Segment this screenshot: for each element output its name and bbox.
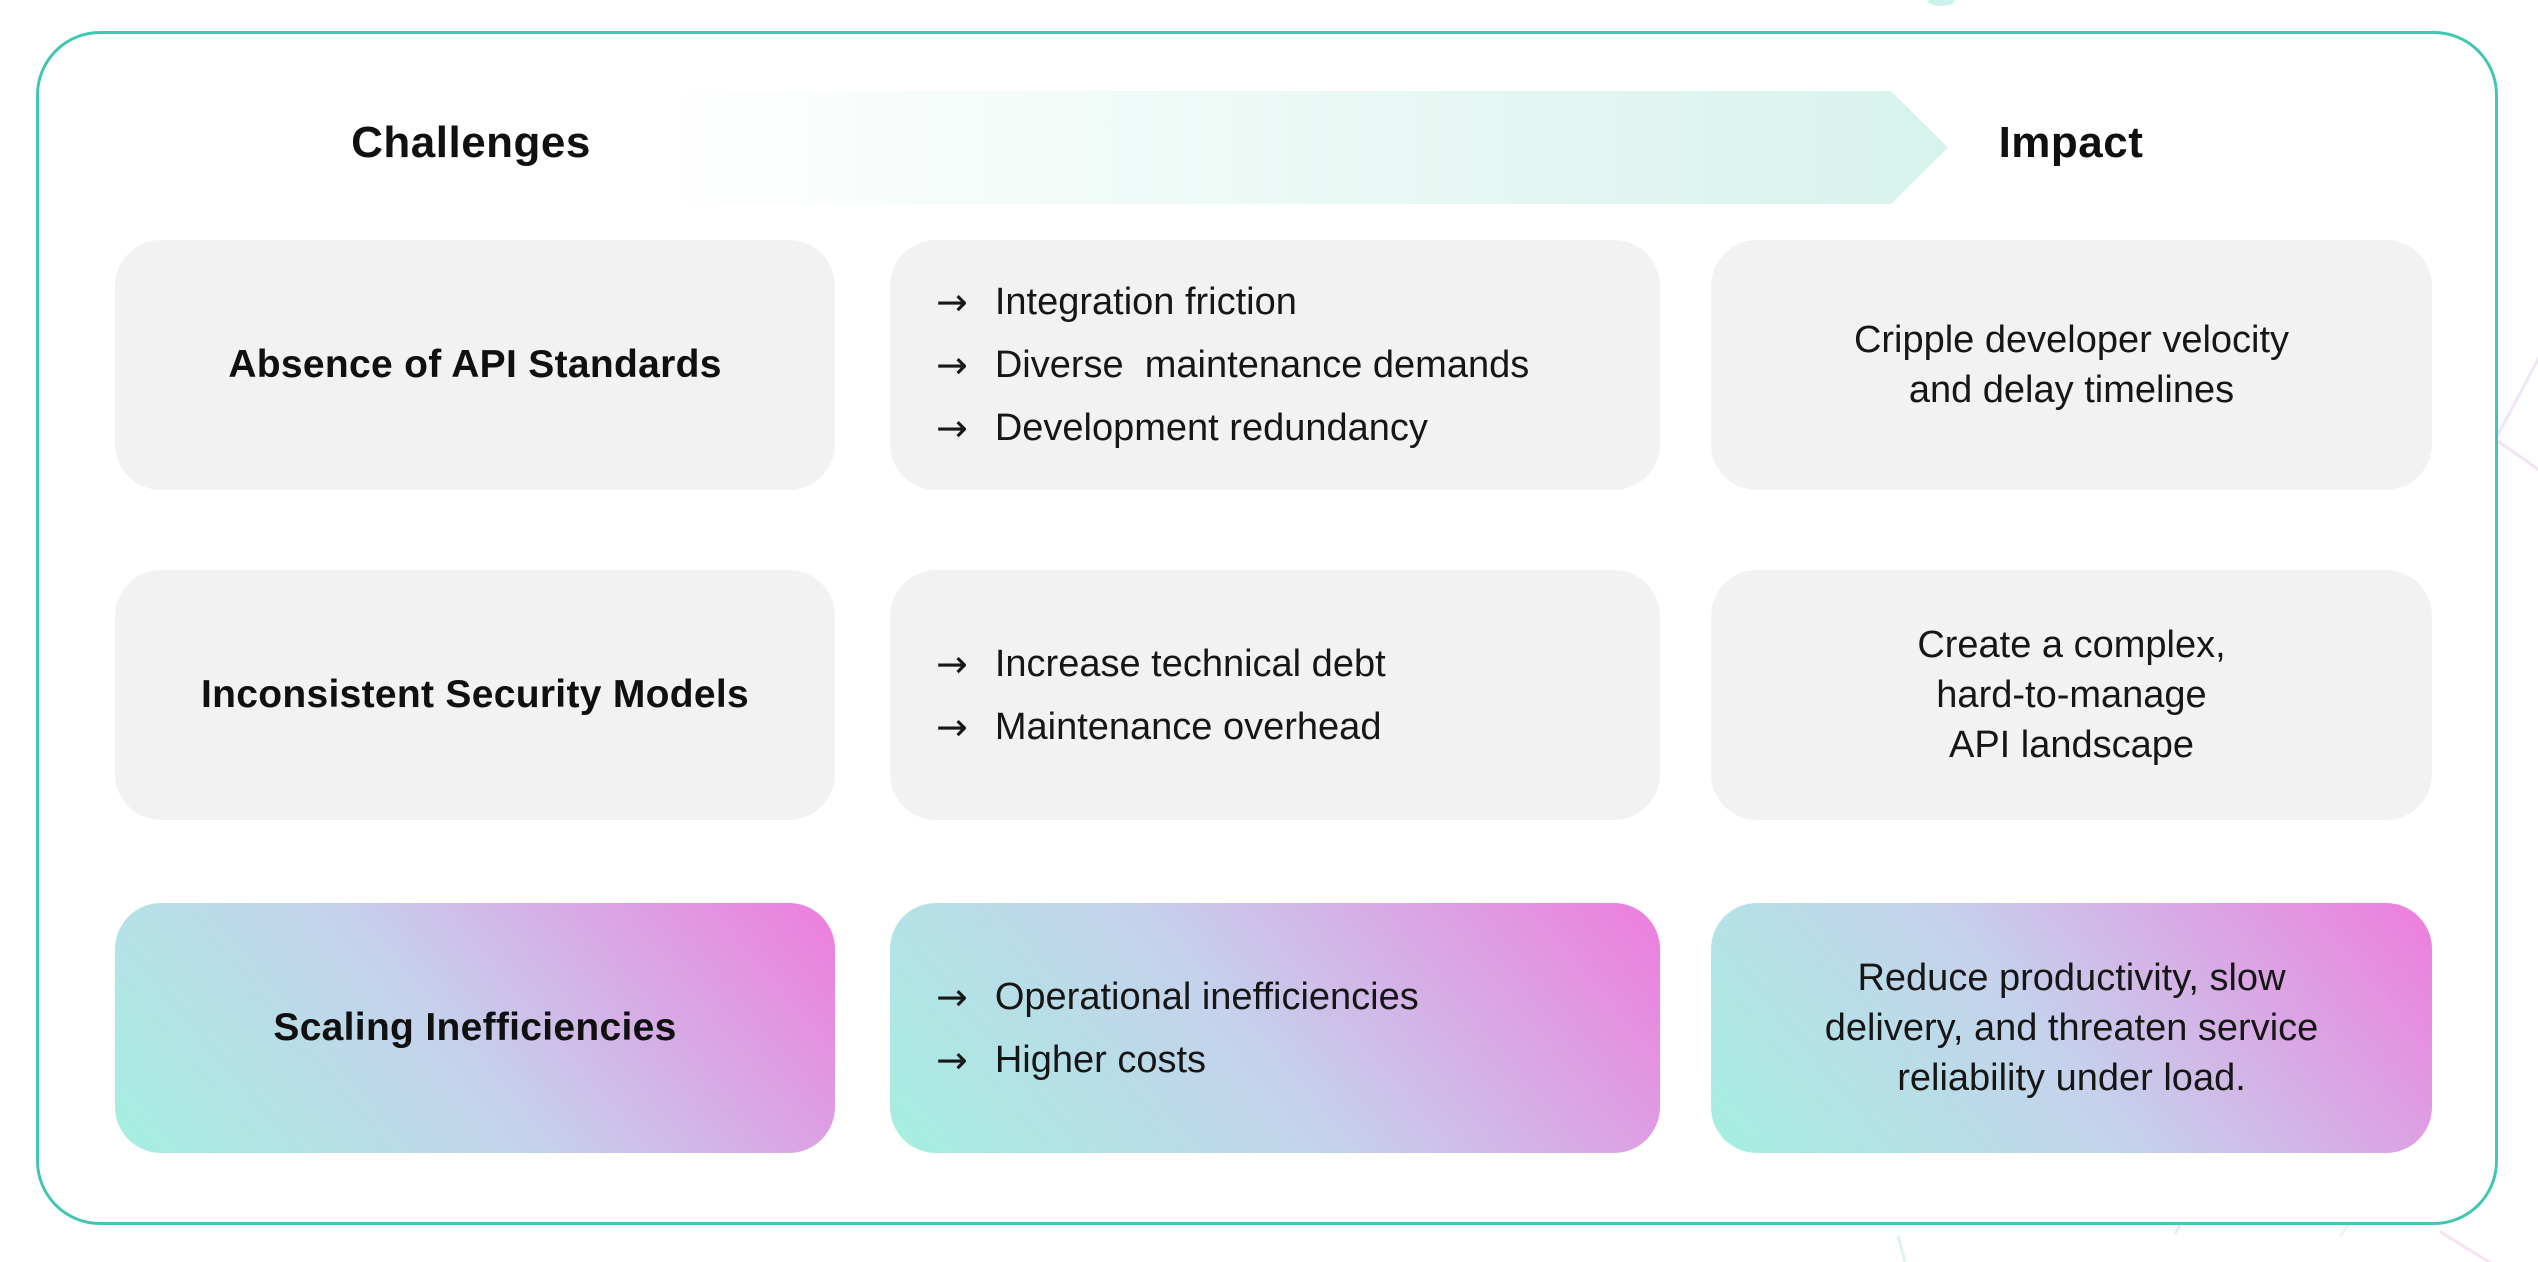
detail-text: Maintenance overhead — [994, 705, 1382, 748]
impact-header: Impact — [1998, 118, 2144, 167]
detail-item: → Maintenance overhead — [936, 705, 1630, 749]
details-card: → Operational inefficiencies → Higher co… — [890, 903, 1660, 1153]
challenge-title: Inconsistent Security Models — [200, 673, 750, 716]
challenge-card: Inconsistent Security Models — [115, 570, 835, 820]
impact-line: and delay timelines — [1908, 369, 2235, 411]
challenge-card: Absence of API Standards — [115, 240, 835, 490]
impact-line: Cripple developer velocity — [1853, 319, 2290, 361]
detail-text: Integration friction — [994, 281, 1297, 323]
impact-line: hard-to-manage — [1936, 674, 2207, 716]
detail-item: → Higher costs — [936, 1038, 1630, 1082]
details-card: → Integration friction → Diverse mainten… — [890, 240, 1660, 490]
decorative-mint-arc — [1928, 0, 1954, 6]
impact-card: Create a complex, hard-to-manage API lan… — [1711, 570, 2432, 820]
decorative-line — [2439, 1230, 2538, 1262]
impact-card: Reduce productivity, slow delivery, and … — [1711, 903, 2432, 1153]
impact-text: Reduce productivity, slow delivery, and … — [1825, 953, 2319, 1103]
impact-line: Reduce productivity, slow — [1857, 957, 2286, 999]
arrow-bullet-icon: → — [936, 406, 968, 450]
detail-item: → Development redundancy — [936, 406, 1630, 450]
detail-item: → Integration friction — [936, 280, 1630, 324]
impact-line: delivery, and threaten service — [1824, 1007, 2319, 1049]
details-card: → Increase technical debt → Maintenance … — [890, 570, 1660, 820]
challenge-title: Scaling Inefficiencies — [273, 1006, 677, 1049]
impact-text: Create a complex, hard-to-manage API lan… — [1917, 620, 2225, 770]
challenge-title: Absence of API Standards — [228, 343, 722, 386]
detail-text: Increase technical debt — [994, 642, 1386, 685]
impact-card: Cripple developer velocity and delay tim… — [1711, 240, 2432, 490]
decorative-line — [1896, 1235, 1915, 1262]
challenge-card: Scaling Inefficiencies — [115, 903, 835, 1153]
arrow-bullet-icon: → — [936, 1037, 968, 1082]
detail-item: → Operational inefficiencies — [936, 975, 1630, 1019]
challenges-to-impact-arrow — [648, 91, 1948, 204]
detail-item: → Increase technical debt — [936, 642, 1630, 686]
detail-text: Higher costs — [994, 1038, 1207, 1081]
arrow-bullet-icon: → — [936, 280, 968, 324]
arrow-bullet-icon: → — [936, 704, 968, 749]
arrow-bullet-icon: → — [936, 641, 968, 686]
challenges-header: Challenges — [351, 118, 591, 167]
detail-text: Operational inefficiencies — [994, 975, 1419, 1018]
impact-text: Cripple developer velocity and delay tim… — [1854, 315, 2289, 415]
arrow-bullet-icon: → — [936, 974, 968, 1019]
arrow-bullet-icon: → — [936, 343, 968, 387]
impact-line: Create a complex, — [1917, 624, 2226, 666]
impact-line: reliability under load. — [1897, 1057, 2246, 1099]
detail-text: Development redundancy — [994, 407, 1428, 449]
detail-text: Diverse maintenance demands — [994, 344, 1530, 386]
impact-line: API landscape — [1948, 724, 2195, 766]
detail-item: → Diverse maintenance demands — [936, 343, 1630, 387]
